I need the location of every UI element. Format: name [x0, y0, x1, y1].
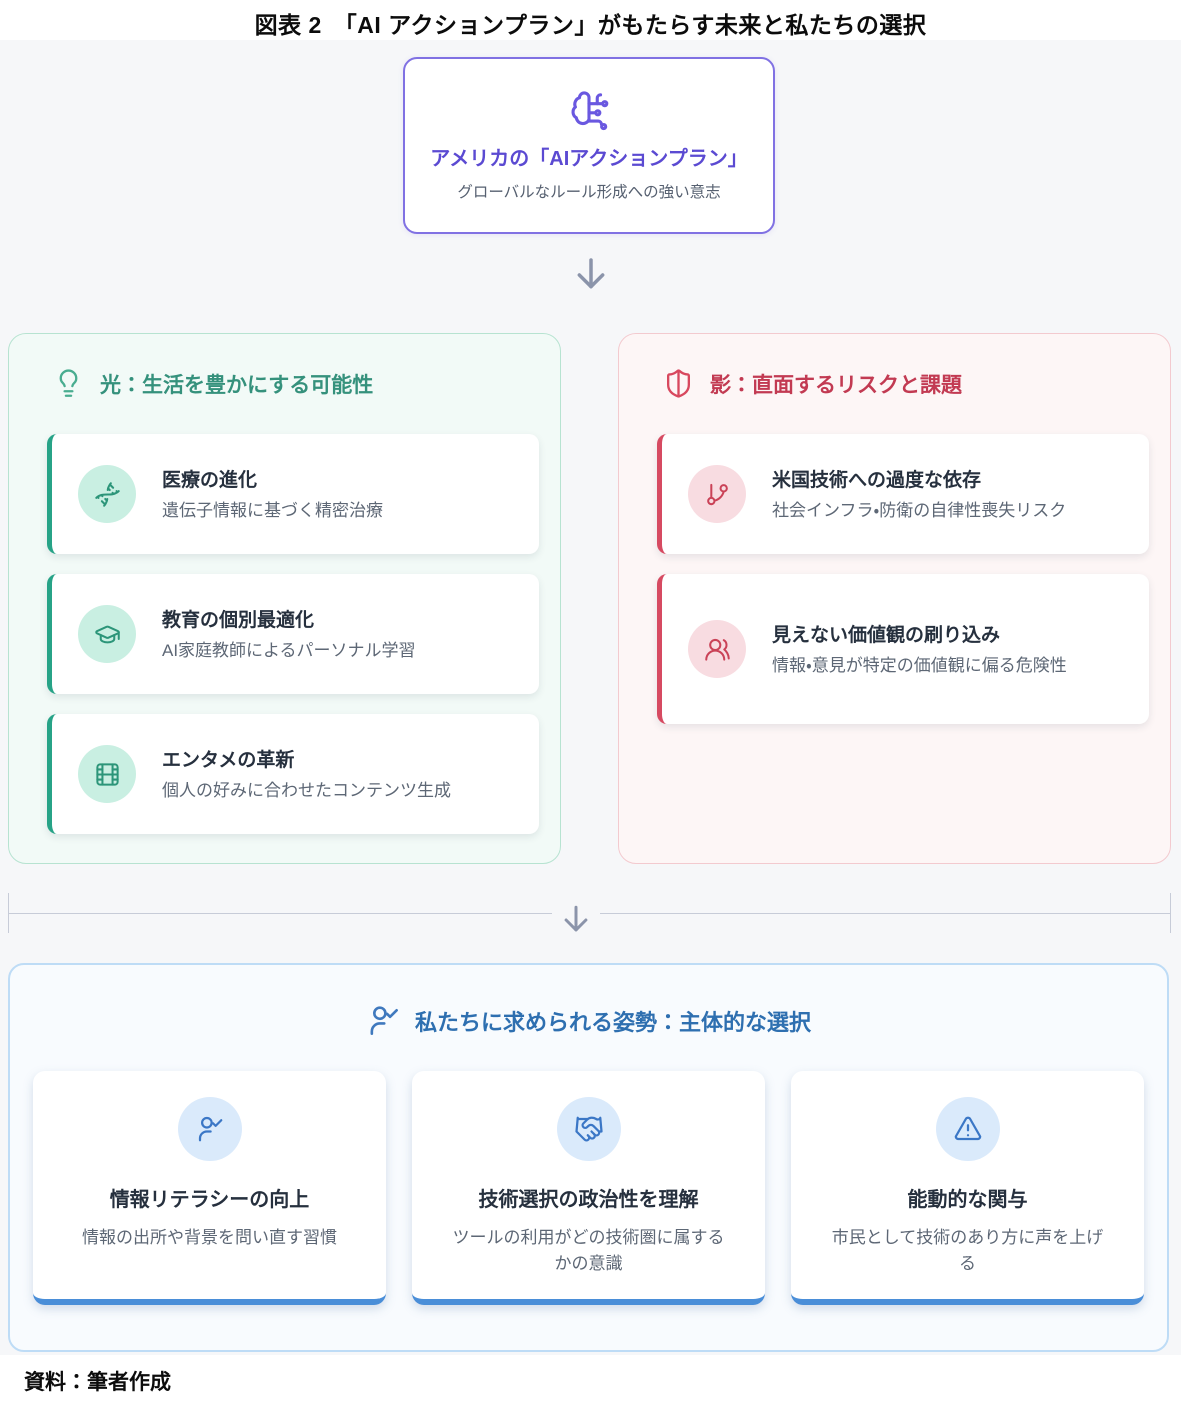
card-desc: 情報の出所や背景を問い直す習慣: [82, 1228, 337, 1247]
diagram-background: アメリカの「AIアクションプラン」 グローバルなルール形成への強い意志 光：生活…: [0, 40, 1181, 1355]
card-title: 米国技術への過度な依存: [772, 469, 982, 491]
stance-cards-row: 情報リテラシーの向上 情報の出所や背景を問い直す習慣 技術選択の政治性を理解 ツ…: [10, 1071, 1167, 1305]
light-panel: 光：生活を豊かにする可能性 医療の進化 遺伝子情報に基づく精密治療: [8, 333, 561, 864]
figure-caption: 図表 2 「AI アクションプラン」がもたらす未来と私たちの選択: [254, 12, 927, 38]
git-branch-icon: [688, 465, 746, 523]
connector-right-tick: [1170, 893, 1171, 933]
root-node-subtitle: グローバルなルール形成への強い意志: [457, 184, 721, 201]
shadow-card-dependence: 米国技術への過度な依存 社会インフラ・防衛の自律性喪失リスク: [657, 434, 1149, 554]
card-title: 医療の進化: [162, 469, 258, 491]
root-node-title: アメリカの「AIアクションプラン」: [430, 148, 748, 170]
card-desc: 情報・意見が特定の価値観に偏る危険性: [772, 655, 1067, 675]
down-arrow-icon: [552, 895, 600, 945]
connector-left-tick: [8, 893, 9, 933]
stance-card-literacy: 情報リテラシーの向上 情報の出所や背景を問い直す習慣: [33, 1071, 386, 1305]
shadow-panel: 影：直面するリスクと課題 米国技術への過度な依存 社会インフラ・防衛の自律性喪失…: [618, 333, 1171, 864]
light-card-education: 教育の個別最適化 AI家庭教師によるパーソナル学習: [47, 574, 539, 694]
card-title: 能動的な関与: [907, 1189, 1028, 1211]
shield-icon: [663, 368, 694, 399]
user-check-icon: [366, 1003, 401, 1038]
user-check-icon: [177, 1097, 242, 1161]
card-title: 見えない価値観の刷り込み: [772, 624, 1001, 646]
shadow-panel-title: 影：直面するリスクと課題: [710, 373, 962, 397]
stance-card-politics: 技術選択の政治性を理解 ツールの利用がどの技術圏に属するかの意識: [412, 1071, 765, 1305]
card-desc: 市民として技術のあり方に声を上げる: [831, 1228, 1104, 1273]
users-icon: [688, 620, 746, 678]
card-desc: 遺伝子情報に基づく精密治療: [162, 500, 383, 520]
flow-connector: [0, 893, 1181, 945]
lightbulb-icon: [53, 368, 84, 399]
stance-panel: 私たちに求められる姿勢：主体的な選択 情報リテラシーの向上 情報の出所や背景を問…: [8, 963, 1169, 1352]
light-panel-header: 光：生活を豊かにする可能性: [53, 368, 373, 399]
stance-panel-title: 私たちに求められる姿勢：主体的な選択: [414, 1009, 811, 1035]
stance-card-engagement: 能動的な関与 市民として技術のあり方に声を上げる: [791, 1071, 1144, 1305]
source-note: 資料：筆者作成: [24, 1371, 171, 1394]
dna-icon: [78, 465, 136, 523]
shadow-panel-header: 影：直面するリスクと課題: [663, 368, 962, 399]
shadow-card-values: 見えない価値観の刷り込み 情報・意見が特定の価値観に偏る危険性: [657, 574, 1149, 724]
brain-circuit-icon: [567, 89, 611, 133]
alert-triangle-icon: [935, 1097, 1000, 1161]
card-title: 教育の個別最適化: [162, 609, 315, 631]
light-panel-title: 光：生活を豊かにする可能性: [100, 373, 374, 397]
card-title: 情報リテラシーの向上: [109, 1189, 310, 1211]
film-icon: [78, 745, 136, 803]
graduation-cap-icon: [78, 605, 136, 663]
root-node-card: アメリカの「AIアクションプラン」 グローバルなルール形成への強い意志: [403, 57, 775, 234]
card-title: 技術選択の政治性を理解: [478, 1189, 699, 1211]
card-desc: AI家庭教師によるパーソナル学習: [162, 640, 416, 660]
stance-panel-header: 私たちに求められる姿勢：主体的な選択: [10, 1003, 1167, 1038]
light-card-entertainment: エンタメの革新 個人の好みに合わせたコンテンツ生成: [47, 714, 539, 834]
handshake-icon: [556, 1097, 621, 1161]
down-arrow-icon: [0, 250, 1181, 300]
light-card-medical: 医療の進化 遺伝子情報に基づく精密治療: [47, 434, 539, 554]
card-desc: 社会インフラ・防衛の自律性喪失リスク: [772, 500, 1067, 520]
card-desc: 個人の好みに合わせたコンテンツ生成: [162, 780, 451, 800]
card-title: エンタメの革新: [162, 749, 295, 771]
card-desc: ツールの利用がどの技術圏に属するかの意識: [452, 1228, 725, 1273]
